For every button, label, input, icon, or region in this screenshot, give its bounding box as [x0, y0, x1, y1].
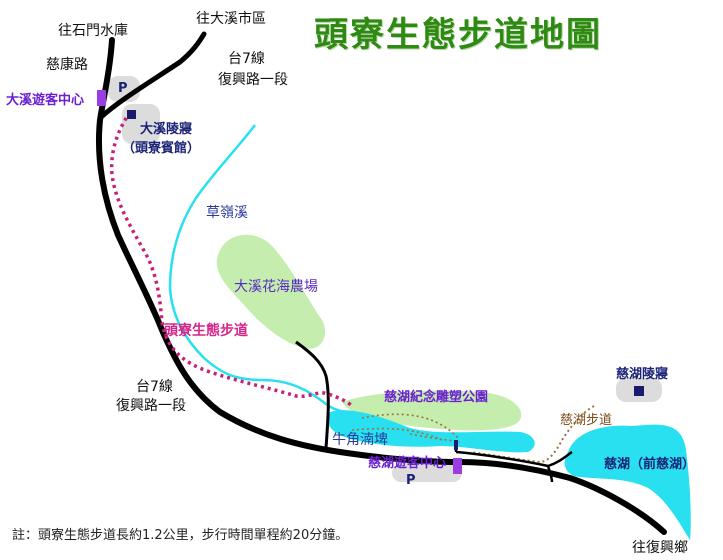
footnote: 註：頭寮生態步道長約1.2公里，步行時間單程約20分鐘。 — [12, 528, 349, 543]
road-label-to-daxi: 往大溪市區 — [196, 11, 266, 27]
toulao-guesthouse-label: （頭寮賓館） — [122, 141, 201, 156]
map-title: 頭寮生態步道地圖 — [314, 15, 602, 55]
cihu-lake-label: 慈湖（前慈湖） — [604, 457, 696, 472]
cihu-trail-label: 慈湖步道 — [560, 413, 613, 428]
niujiao-pond — [327, 410, 535, 453]
parking-area-south — [392, 464, 462, 482]
cihu-visitor-center-marker — [453, 458, 462, 474]
road-label-route7-mid: 台7線 — [136, 379, 173, 395]
daxi-mausoleum-marker — [127, 110, 136, 119]
niujiao-pond-label: 牛角湳埤 — [332, 432, 388, 448]
farm-road — [295, 340, 330, 449]
cihu-trail-branch — [351, 413, 461, 443]
cihu-lake — [564, 424, 691, 540]
cihu-mausoleum-label: 慈湖陵寢 — [616, 367, 669, 382]
road-label-fuxing-road-mid: 復興路一段 — [116, 398, 186, 414]
road-label-to-shimen: 往石門水庫 — [58, 23, 128, 39]
caoling-creek — [168, 124, 351, 414]
trail-gate-marker — [454, 440, 458, 450]
flower-farm-area — [216, 234, 326, 349]
parking-north-label: P — [118, 81, 128, 96]
sculpture-park-label: 慈湖紀念雕塑公園 — [384, 390, 489, 405]
road-label-route7-north: 台7線 — [228, 51, 265, 67]
caoling-creek-label: 草嶺溪 — [206, 205, 248, 221]
cihu-trail-path — [469, 405, 595, 464]
daxi-mausoleum-label: 大溪陵寢 — [140, 122, 193, 137]
cihu-mausoleum-marker — [634, 386, 644, 396]
daxi-visitor-center-marker — [97, 90, 106, 106]
trail-label: 頭寮生態步道 — [164, 323, 248, 339]
parking-south-label: P — [406, 473, 416, 488]
road-label-cikang: 慈康路 — [46, 57, 88, 73]
daxi-visitor-center-label: 大溪遊客中心 — [6, 93, 85, 108]
road-label-to-fuxing: 往復興鄉 — [632, 540, 688, 556]
road-to-daxi — [97, 31, 207, 121]
flower-farm-label: 大溪花海農場 — [234, 279, 318, 295]
road-label-fuxing-road-north: 復興路一段 — [218, 72, 288, 88]
cihu-visitor-center-label: 慈湖遊客中心 — [368, 456, 447, 471]
route7-road — [95, 37, 667, 535]
